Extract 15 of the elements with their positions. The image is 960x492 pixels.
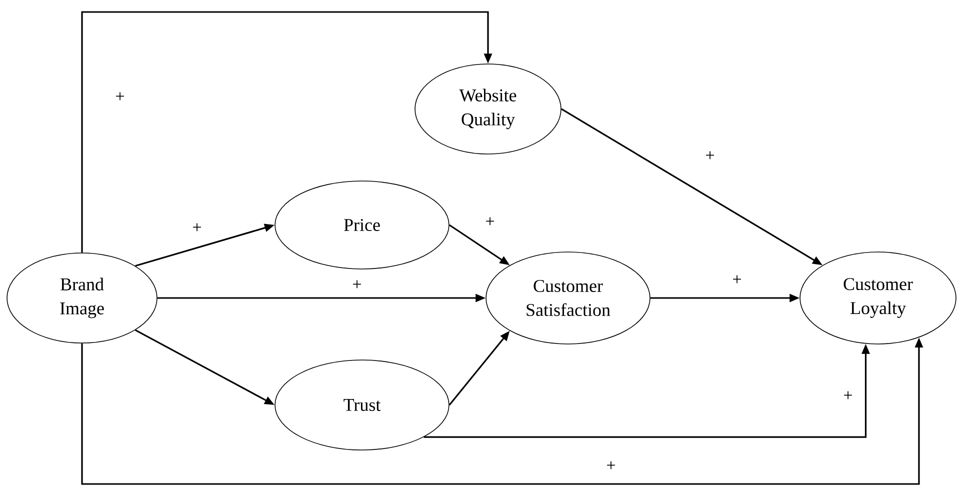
edge-label: + — [733, 275, 741, 284]
edge-label: + — [116, 92, 124, 100]
oval-node: Trust — [274, 360, 450, 450]
edge-label: + — [706, 151, 714, 160]
edge-label: + — [486, 217, 494, 226]
oval-node: Price — [274, 180, 450, 270]
oval-node: Brand Image — [6, 252, 158, 344]
arrow — [81, 11, 492, 253]
edge-label: + — [607, 461, 615, 470]
oval-node: Customer Loyalty — [800, 252, 956, 344]
edge-label: + — [844, 391, 852, 400]
oval-node: Customer Satisfaction — [486, 252, 650, 344]
edge-label: + — [193, 223, 201, 232]
edge-label: + — [353, 280, 361, 288]
oval-node: Website Quality — [414, 64, 562, 154]
